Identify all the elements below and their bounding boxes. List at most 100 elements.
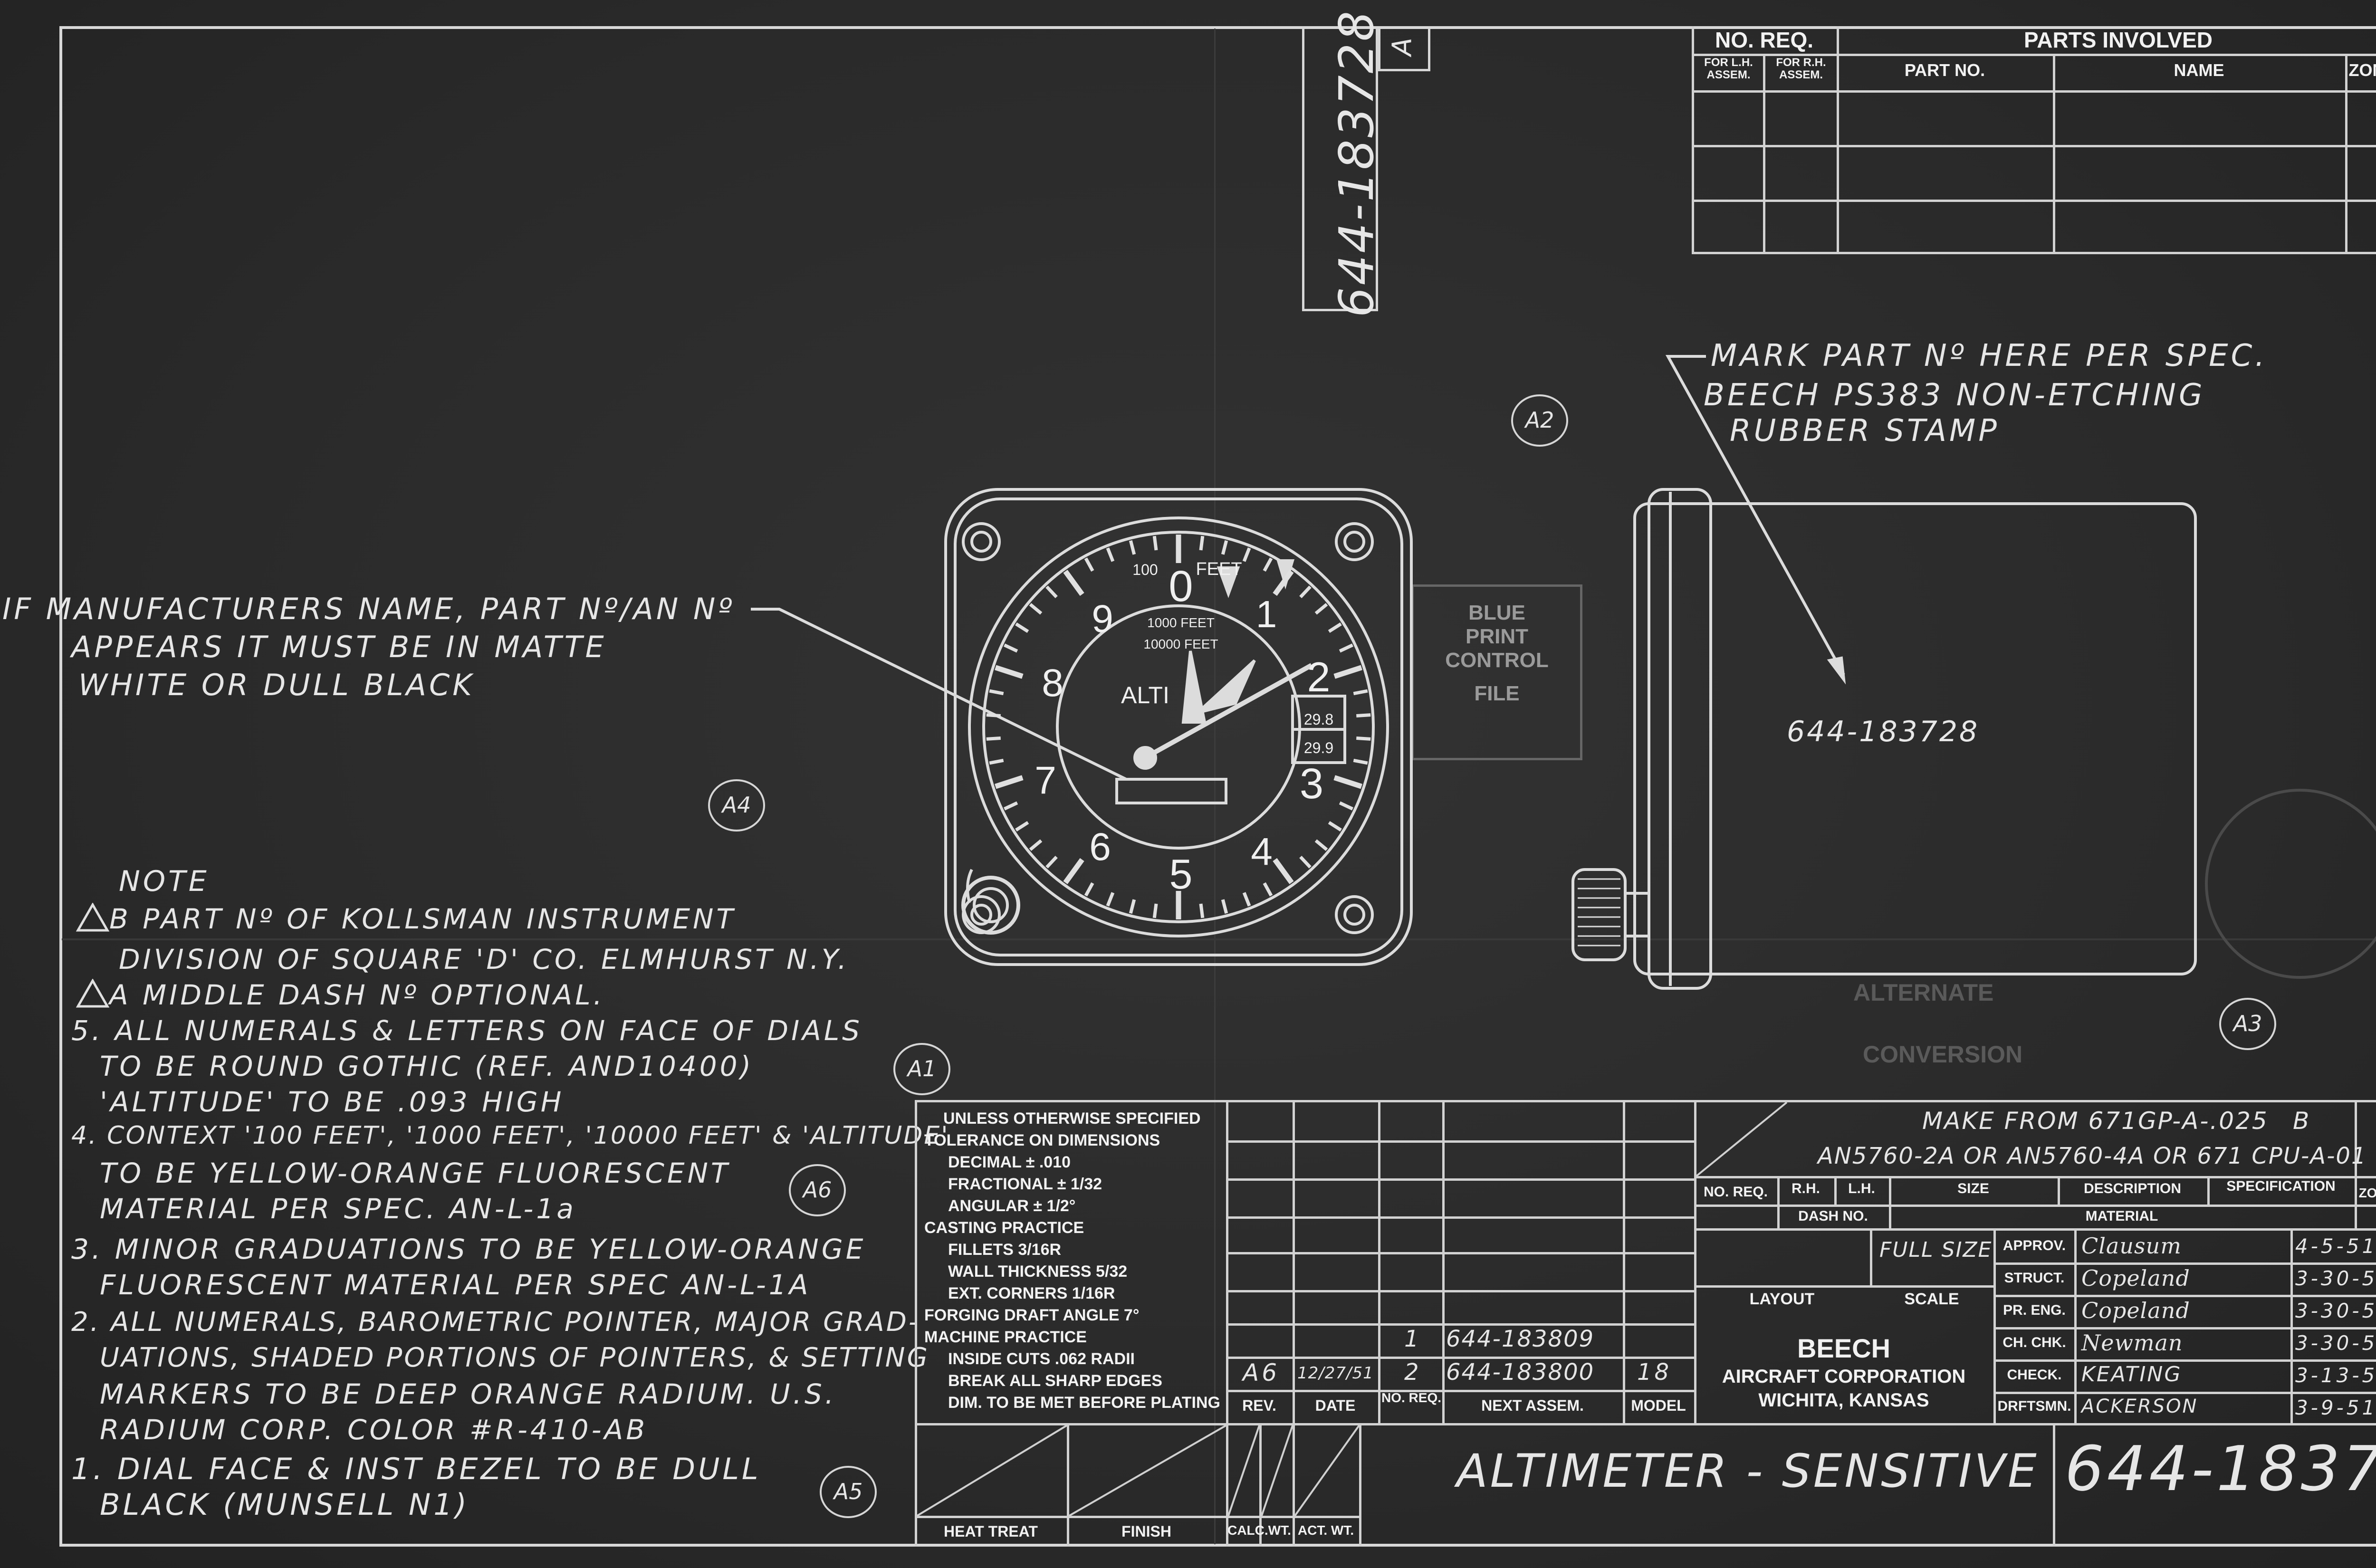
zone-marker-a4: A4 (708, 779, 765, 832)
company-line-2: AIRCRAFT CORPORATION (1722, 1366, 1966, 1387)
dial-tick (1106, 547, 1115, 562)
baro-value-bottom: 29.9 (1304, 739, 1333, 756)
layout-label: LAYOUT (1749, 1290, 1815, 1308)
next-assem-row2-number: 644-183800 (1446, 1359, 1595, 1386)
col-for-lh-assem: FOR L.H. ASSEM. (1704, 56, 1753, 81)
dial-tick (1353, 689, 1368, 696)
next-assem-row2-model: 18 (1637, 1359, 1672, 1386)
dial-tick (1273, 570, 1294, 596)
note-line-15: RADIUM CORP. COLOR #R-410-AB (100, 1414, 648, 1446)
fold-crease-horizontal (62, 938, 2376, 940)
scale-value: FULL SIZE (1879, 1238, 1993, 1262)
mark-leader-line (1665, 355, 1845, 676)
dial-numeral-9: 9 (1092, 597, 1113, 641)
dial-tick (1129, 899, 1136, 914)
zone-marker-a5: A5 (820, 1466, 877, 1518)
scale-label: SCALE (1904, 1290, 1959, 1308)
fold-crease-vertical (1214, 29, 1216, 1544)
tol-line-12: INSIDE CUTS .062 RADII (948, 1350, 1135, 1368)
mat-col-rh: R.H. (1792, 1181, 1820, 1196)
dial-tick (1045, 855, 1058, 869)
manufacturer-note-line-1: IF MANUFACTURERS NAME, PART Nº/AN Nº (2, 592, 735, 626)
dial-tick (1129, 540, 1136, 555)
dial-tick (1029, 603, 1043, 615)
dial-numeral-8: 8 (1042, 661, 1063, 705)
approval-name-5: KEATING (2081, 1362, 2182, 1386)
side-view-part-number: 644-183728 (1787, 715, 1979, 748)
top-drawing-number-box: 644-183728 (1302, 9, 1384, 317)
approval-date-3: 3-30-51 (2295, 1299, 2376, 1322)
approval-role-5: CHECK. (2007, 1367, 2062, 1383)
mark-leader-arrowhead (1827, 656, 1846, 685)
dial-inner-ring (1056, 604, 1301, 850)
dial-tick (1339, 643, 1353, 653)
zone-marker-a6: A6 (789, 1164, 846, 1216)
dial-tick (1221, 899, 1228, 914)
flag-triangle-a (76, 979, 109, 1008)
dial-tick (1015, 821, 1029, 832)
approval-role-1: APPROV. (2002, 1238, 2066, 1253)
dial-tick (1263, 557, 1273, 572)
col-name: NAME (2174, 60, 2224, 80)
tol-line-13: BREAK ALL SHARP EDGES (948, 1372, 1162, 1390)
mark-note-line-1: MARK PART Nº HERE PER SPEC. (1711, 338, 2268, 373)
manufacturer-note-line-2: APPEARS IT MUST BE IN MATTE (71, 630, 607, 664)
zone-marker-a1: A1 (893, 1043, 950, 1095)
dial-tick (1356, 736, 1371, 741)
notes-heading: NOTE (119, 865, 210, 898)
dial-tick (1328, 821, 1342, 832)
dial-numeral-2: 2 (1307, 653, 1331, 700)
material-diagonal (1696, 1101, 1788, 1177)
baro-value-top: 29.8 (1304, 711, 1333, 728)
pointer-1000ft (1181, 650, 1207, 724)
drawing-title: ALTIMETER - SENSITIVE (1456, 1444, 2039, 1498)
rev-entry-a6: A6 (1243, 1359, 1280, 1386)
instrument-case-front (944, 488, 1413, 966)
pointer-100ft (1139, 663, 1313, 763)
approval-date-6: 3-9-51 (2295, 1396, 2376, 1419)
dial-tick (1314, 603, 1328, 615)
sheet-border (59, 26, 2376, 1547)
make-from-line: MAKE FROM 671GP-A-.025 (1922, 1107, 2269, 1135)
dial-numeral-3: 3 (1300, 760, 1323, 808)
approval-name-1: Clausum (2081, 1233, 2182, 1259)
note-line-6: 'ALTITUDE' TO BE .093 HIGH (100, 1086, 565, 1118)
dial-label-100: 100 (1132, 561, 1158, 578)
note-line-17: BLACK (MUNSELL N1) (100, 1487, 469, 1522)
next-assem-row1-number: 644-183809 (1446, 1326, 1595, 1352)
approval-role-2: STRUCT. (2004, 1270, 2065, 1286)
heat-treat-diagonals (916, 1425, 1360, 1517)
dial-numeral-6: 6 (1089, 825, 1111, 869)
col-for-rh-assem: FOR R.H. ASSEM. (1776, 56, 1826, 81)
col-date: DATE (1315, 1397, 1356, 1414)
case-flange (1648, 488, 1712, 990)
top-marker-triangle (1217, 566, 1240, 598)
note-line-12: 2. ALL NUMERALS, BAROMETRIC POINTER, MAJ… (71, 1307, 920, 1338)
approval-role-3: PR. ENG. (2003, 1302, 2066, 1318)
instrument-case-side (1633, 502, 2197, 975)
tol-line-2: TOLERANCE ON DIMENSIONS (924, 1131, 1160, 1149)
mat-col-description: DESCRIPTION (2083, 1181, 2182, 1196)
dial-label-feet: FEET (1196, 559, 1242, 579)
approval-date-5: 3-13-51 (2295, 1364, 2376, 1387)
dial-tick (1004, 801, 1018, 811)
tol-line-14: DIM. TO BE MET BEFORE PLATING (948, 1394, 1220, 1412)
note-line-3: A MIDDLE DASH Nº OPTIONAL. (109, 979, 605, 1011)
dial-tick (1152, 535, 1158, 551)
revision-letter-box: A (1378, 26, 1430, 71)
mat-col-zone: ZONE (2358, 1186, 2376, 1200)
note-line-5: TO BE ROUND GOTHIC (REF. AND10400) (100, 1050, 754, 1082)
note-line-8: TO BE YELLOW-ORANGE FLUORESCENT (100, 1157, 731, 1189)
stamp-line-4: FILE (1474, 682, 1520, 705)
pointer-10000ft (1196, 659, 1256, 714)
mark-note-line-3: RUBBER STAMP (1730, 413, 2000, 449)
note-line-10: 3. MINOR GRADUATIONS TO BE YELLOW-ORANGE (71, 1233, 866, 1265)
tol-line-7: FILLETS 3/16R (948, 1241, 1062, 1259)
dial-tick (1084, 557, 1094, 572)
tol-line-10: FORGING DRAFT ANGLE 7° (924, 1306, 1140, 1324)
dial-tick (1339, 801, 1353, 811)
tol-line-11: MACHINE PRACTICE (924, 1328, 1087, 1346)
dial-tick (1353, 758, 1368, 765)
rev-date-entry: 12/27/51 (1297, 1364, 1374, 1383)
dial-tick (1106, 892, 1115, 907)
